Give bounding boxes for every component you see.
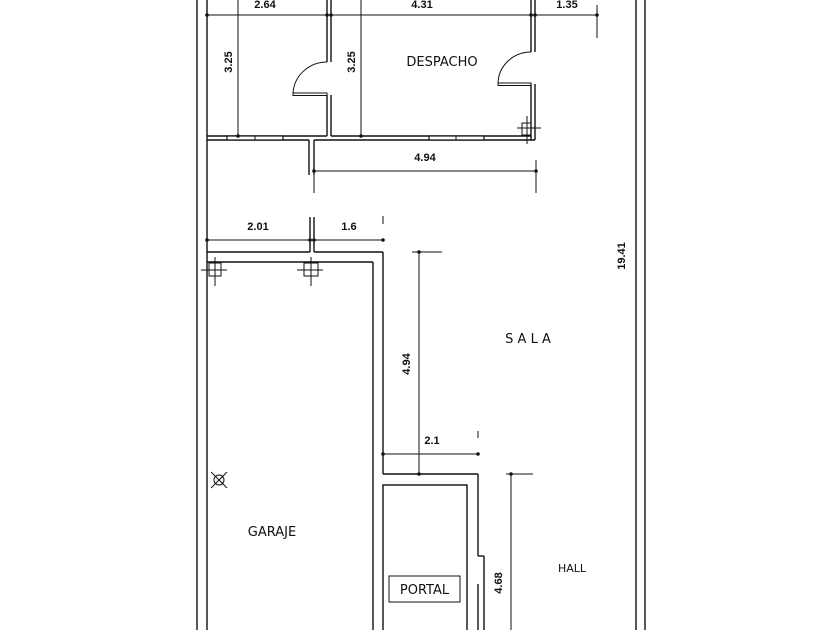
upper-rooms-walls bbox=[207, 0, 536, 175]
dim-garage-right: 1.6 bbox=[341, 221, 356, 233]
top-dimension-line bbox=[205, 0, 599, 138]
room-label-portal: PORTAL bbox=[400, 583, 450, 598]
hall-dimension bbox=[506, 472, 533, 630]
room-label-hall: HALL bbox=[558, 562, 587, 575]
dim-despacho-bottom: 4.94 bbox=[414, 152, 436, 164]
garage-dimension bbox=[205, 216, 385, 242]
dim-despacho-height: 3.25 bbox=[346, 51, 358, 72]
sala-step-dimension bbox=[381, 431, 480, 456]
column-marker-right bbox=[297, 257, 323, 286]
portal-walls bbox=[382, 473, 485, 630]
outer-walls bbox=[196, 0, 646, 630]
dim-sala-height: 4.94 bbox=[401, 352, 413, 374]
floor-drain-icon bbox=[210, 471, 228, 489]
portal-label-box bbox=[388, 575, 461, 603]
window-despacho bbox=[428, 135, 485, 141]
column-marker bbox=[517, 116, 541, 144]
window-room1 bbox=[226, 135, 284, 141]
dim-top-mid: 4.31 bbox=[411, 0, 432, 11]
door-room1 bbox=[292, 61, 328, 96]
dim-top-left: 2.64 bbox=[254, 0, 276, 11]
column-marker-left bbox=[201, 257, 227, 286]
dim-total-length: 19.41 bbox=[616, 242, 628, 270]
despacho-bottom-dimension bbox=[312, 160, 538, 193]
door-despacho bbox=[497, 51, 532, 86]
dim-garage-left: 2.01 bbox=[247, 221, 268, 233]
dim-room1-height: 3.25 bbox=[223, 51, 235, 72]
dim-top-right: 1.35 bbox=[556, 0, 577, 11]
room-label-sala: S A L A bbox=[505, 332, 551, 347]
room-label-despacho: DESPACHO bbox=[406, 55, 477, 70]
dim-sala-step: 2.1 bbox=[424, 435, 439, 447]
garage-walls bbox=[207, 217, 384, 630]
room-label-garaje: GARAJE bbox=[248, 525, 296, 540]
dim-hall-height: 4.68 bbox=[493, 572, 505, 593]
